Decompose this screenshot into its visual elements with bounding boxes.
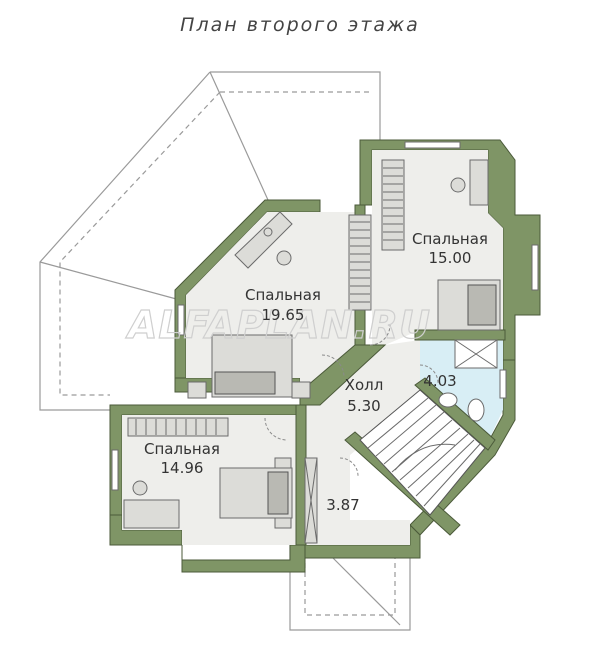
room-name-hall: Холл: [345, 376, 384, 394]
roof-outline: [39, 71, 411, 631]
plan-title: План второго этажа: [180, 14, 420, 36]
room-area-hall: 5.30: [347, 397, 380, 415]
wardrobe-left-bedroom: [348, 214, 372, 311]
bed-left-bedroom: [187, 334, 311, 399]
room-area-bedroom-3: 14.96: [161, 459, 204, 477]
room-name-bedroom-2: Спальная: [412, 230, 488, 248]
room-name-bedroom-1: Спальная: [245, 286, 321, 304]
bed-top-bedroom: [437, 279, 501, 331]
wardrobe-bottom-bedroom: [127, 417, 229, 437]
room-name-bedroom-3: Спальная: [144, 440, 220, 458]
staircase: [359, 389, 486, 516]
desk-top-bedroom: [450, 159, 489, 206]
room-area-bedroom-1: 19.65: [262, 306, 305, 324]
desk-left-bedroom: [234, 211, 293, 269]
bathroom-fixtures: [438, 339, 498, 422]
desk-bottom-bedroom: [123, 480, 180, 529]
room-area-bathroom: 4.03: [423, 372, 456, 390]
windows: [111, 141, 539, 491]
watermark: ALFAPLAN.RU: [125, 303, 431, 347]
wardrobe-top-bedroom: [381, 159, 405, 251]
room-area-closet: 3.87: [326, 496, 359, 514]
room-area-bedroom-2: 15.00: [429, 249, 472, 267]
bed-bottom-bedroom: [219, 457, 293, 529]
closet-shelving: [304, 457, 318, 544]
door-swings: [264, 324, 439, 477]
